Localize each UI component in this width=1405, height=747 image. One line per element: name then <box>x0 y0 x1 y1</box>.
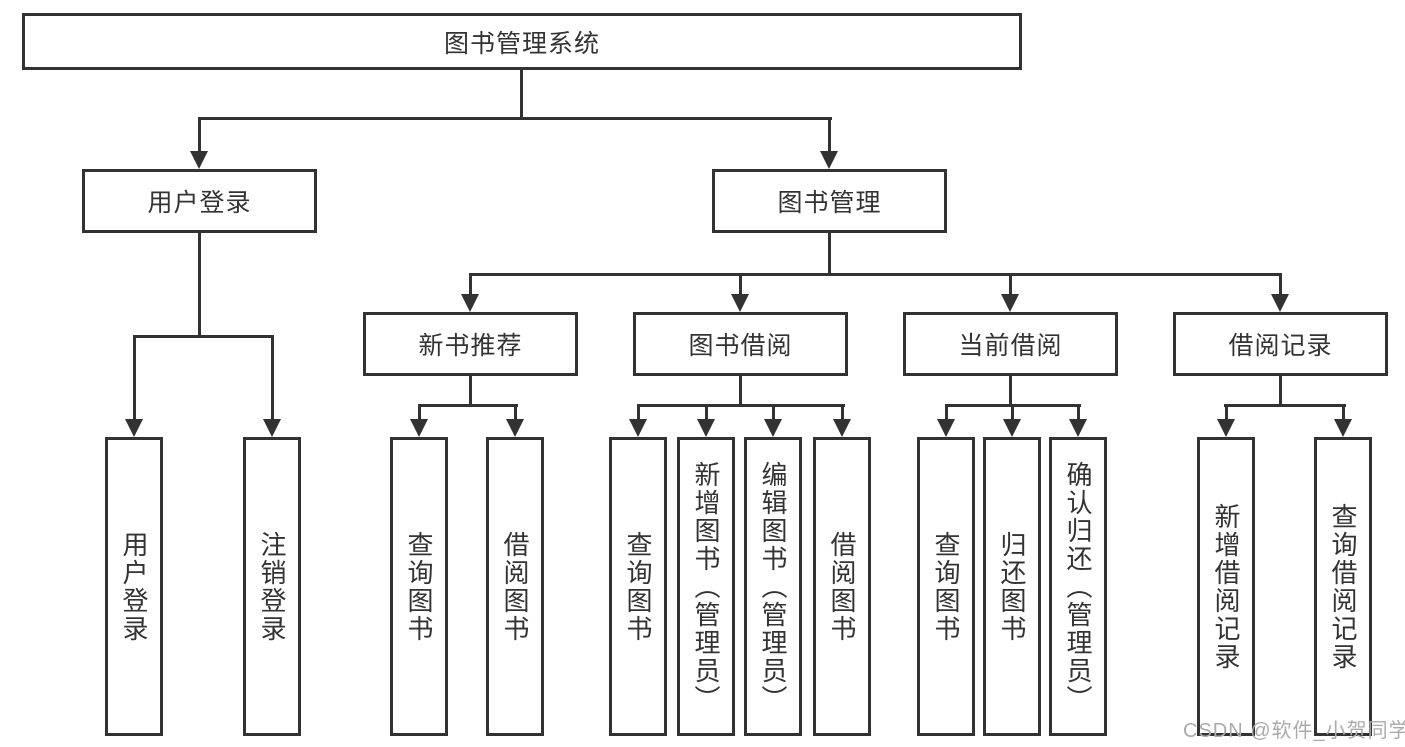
arrow-stem <box>1011 406 1014 421</box>
connector-line <box>1224 404 1346 407</box>
connector-line <box>520 69 523 119</box>
connector-line <box>739 376 742 407</box>
connector-line <box>418 404 518 407</box>
leaf-add-books-admin: 新增图书（管理员） <box>677 437 735 736</box>
arrowhead-down-icon <box>937 419 955 437</box>
connector-line <box>133 335 274 338</box>
arrow-stem <box>1077 406 1080 421</box>
arrow-stem <box>739 275 742 296</box>
arrowhead-down-icon <box>506 419 524 437</box>
connector-line <box>637 404 845 407</box>
connector-line <box>198 232 201 338</box>
connector-line <box>1009 376 1012 407</box>
arrow-stem <box>1009 275 1012 296</box>
arrowhead-down-icon <box>1003 419 1021 437</box>
leaf-borrow-books-borrowing: 借阅图书 <box>813 437 871 736</box>
arrow-stem <box>841 406 844 421</box>
arrowhead-down-icon <box>263 419 281 437</box>
connector-line <box>469 273 1282 276</box>
arrowhead-down-icon <box>731 294 749 312</box>
leaf-query-books-borrowing: 查询图书 <box>609 437 667 736</box>
arrow-stem <box>133 337 136 421</box>
node-book-management: 图书管理 <box>712 169 947 233</box>
arrowhead-down-icon <box>833 419 851 437</box>
node-current-borrowing: 当前借阅 <box>903 312 1118 376</box>
connector-line <box>1279 375 1282 407</box>
connector-line <box>469 376 472 407</box>
connector-line <box>198 117 832 120</box>
leaf-user-login: 用户登录 <box>105 437 163 736</box>
arrow-stem <box>514 406 517 421</box>
arrow-stem <box>271 337 274 421</box>
arrowhead-down-icon <box>629 419 647 437</box>
arrowhead-down-icon <box>125 419 143 437</box>
arrow-stem <box>772 406 775 421</box>
leaf-return-books: 归还图书 <box>983 437 1041 736</box>
arrowhead-down-icon <box>1334 419 1352 437</box>
arrow-stem <box>1279 275 1282 296</box>
arrowhead-down-icon <box>1271 294 1289 312</box>
arrow-stem <box>1342 406 1345 421</box>
arrow-stem <box>828 118 831 153</box>
arrowhead-down-icon <box>1001 294 1019 312</box>
arrow-stem <box>1225 406 1228 421</box>
node-new-book-recommend: 新书推荐 <box>363 312 578 376</box>
leaf-confirm-return-admin: 确认归还（管理员） <box>1049 437 1107 736</box>
csdn-watermark: CSDN @软件_小贺同学 <box>1183 720 1405 742</box>
arrowhead-down-icon <box>190 151 208 169</box>
node-borrowing-records: 借阅记录 <box>1173 312 1388 376</box>
arrowhead-down-icon <box>820 151 838 169</box>
arrowhead-down-icon <box>461 294 479 312</box>
arrowhead-down-icon <box>1069 419 1087 437</box>
arrow-stem <box>705 406 708 421</box>
leaf-logout: 注销登录 <box>243 437 301 736</box>
node-user-login: 用户登录 <box>82 169 317 233</box>
arrowhead-down-icon <box>1217 419 1235 437</box>
leaf-query-borrow-record: 查询借阅记录 <box>1314 437 1372 736</box>
arrow-stem <box>418 406 421 421</box>
node-library-system: 图书管理系统 <box>22 13 1022 70</box>
arrowhead-down-icon <box>764 419 782 437</box>
connector-line <box>828 232 831 276</box>
arrowhead-down-icon <box>697 419 715 437</box>
node-book-borrowing: 图书借阅 <box>633 312 848 376</box>
arrowhead-down-icon <box>410 419 428 437</box>
leaf-query-books-newbook: 查询图书 <box>390 437 448 736</box>
leaf-edit-books-admin: 编辑图书（管理员） <box>744 437 802 736</box>
connector-line <box>945 404 1081 407</box>
leaf-add-borrow-record: 新增借阅记录 <box>1197 437 1255 736</box>
arrow-stem <box>945 406 948 421</box>
arrow-stem <box>198 118 201 153</box>
arrow-stem <box>469 275 472 296</box>
leaf-borrow-books-newbook: 借阅图书 <box>486 437 544 736</box>
leaf-query-books-current: 查询图书 <box>917 437 975 736</box>
arrow-stem <box>637 406 640 421</box>
